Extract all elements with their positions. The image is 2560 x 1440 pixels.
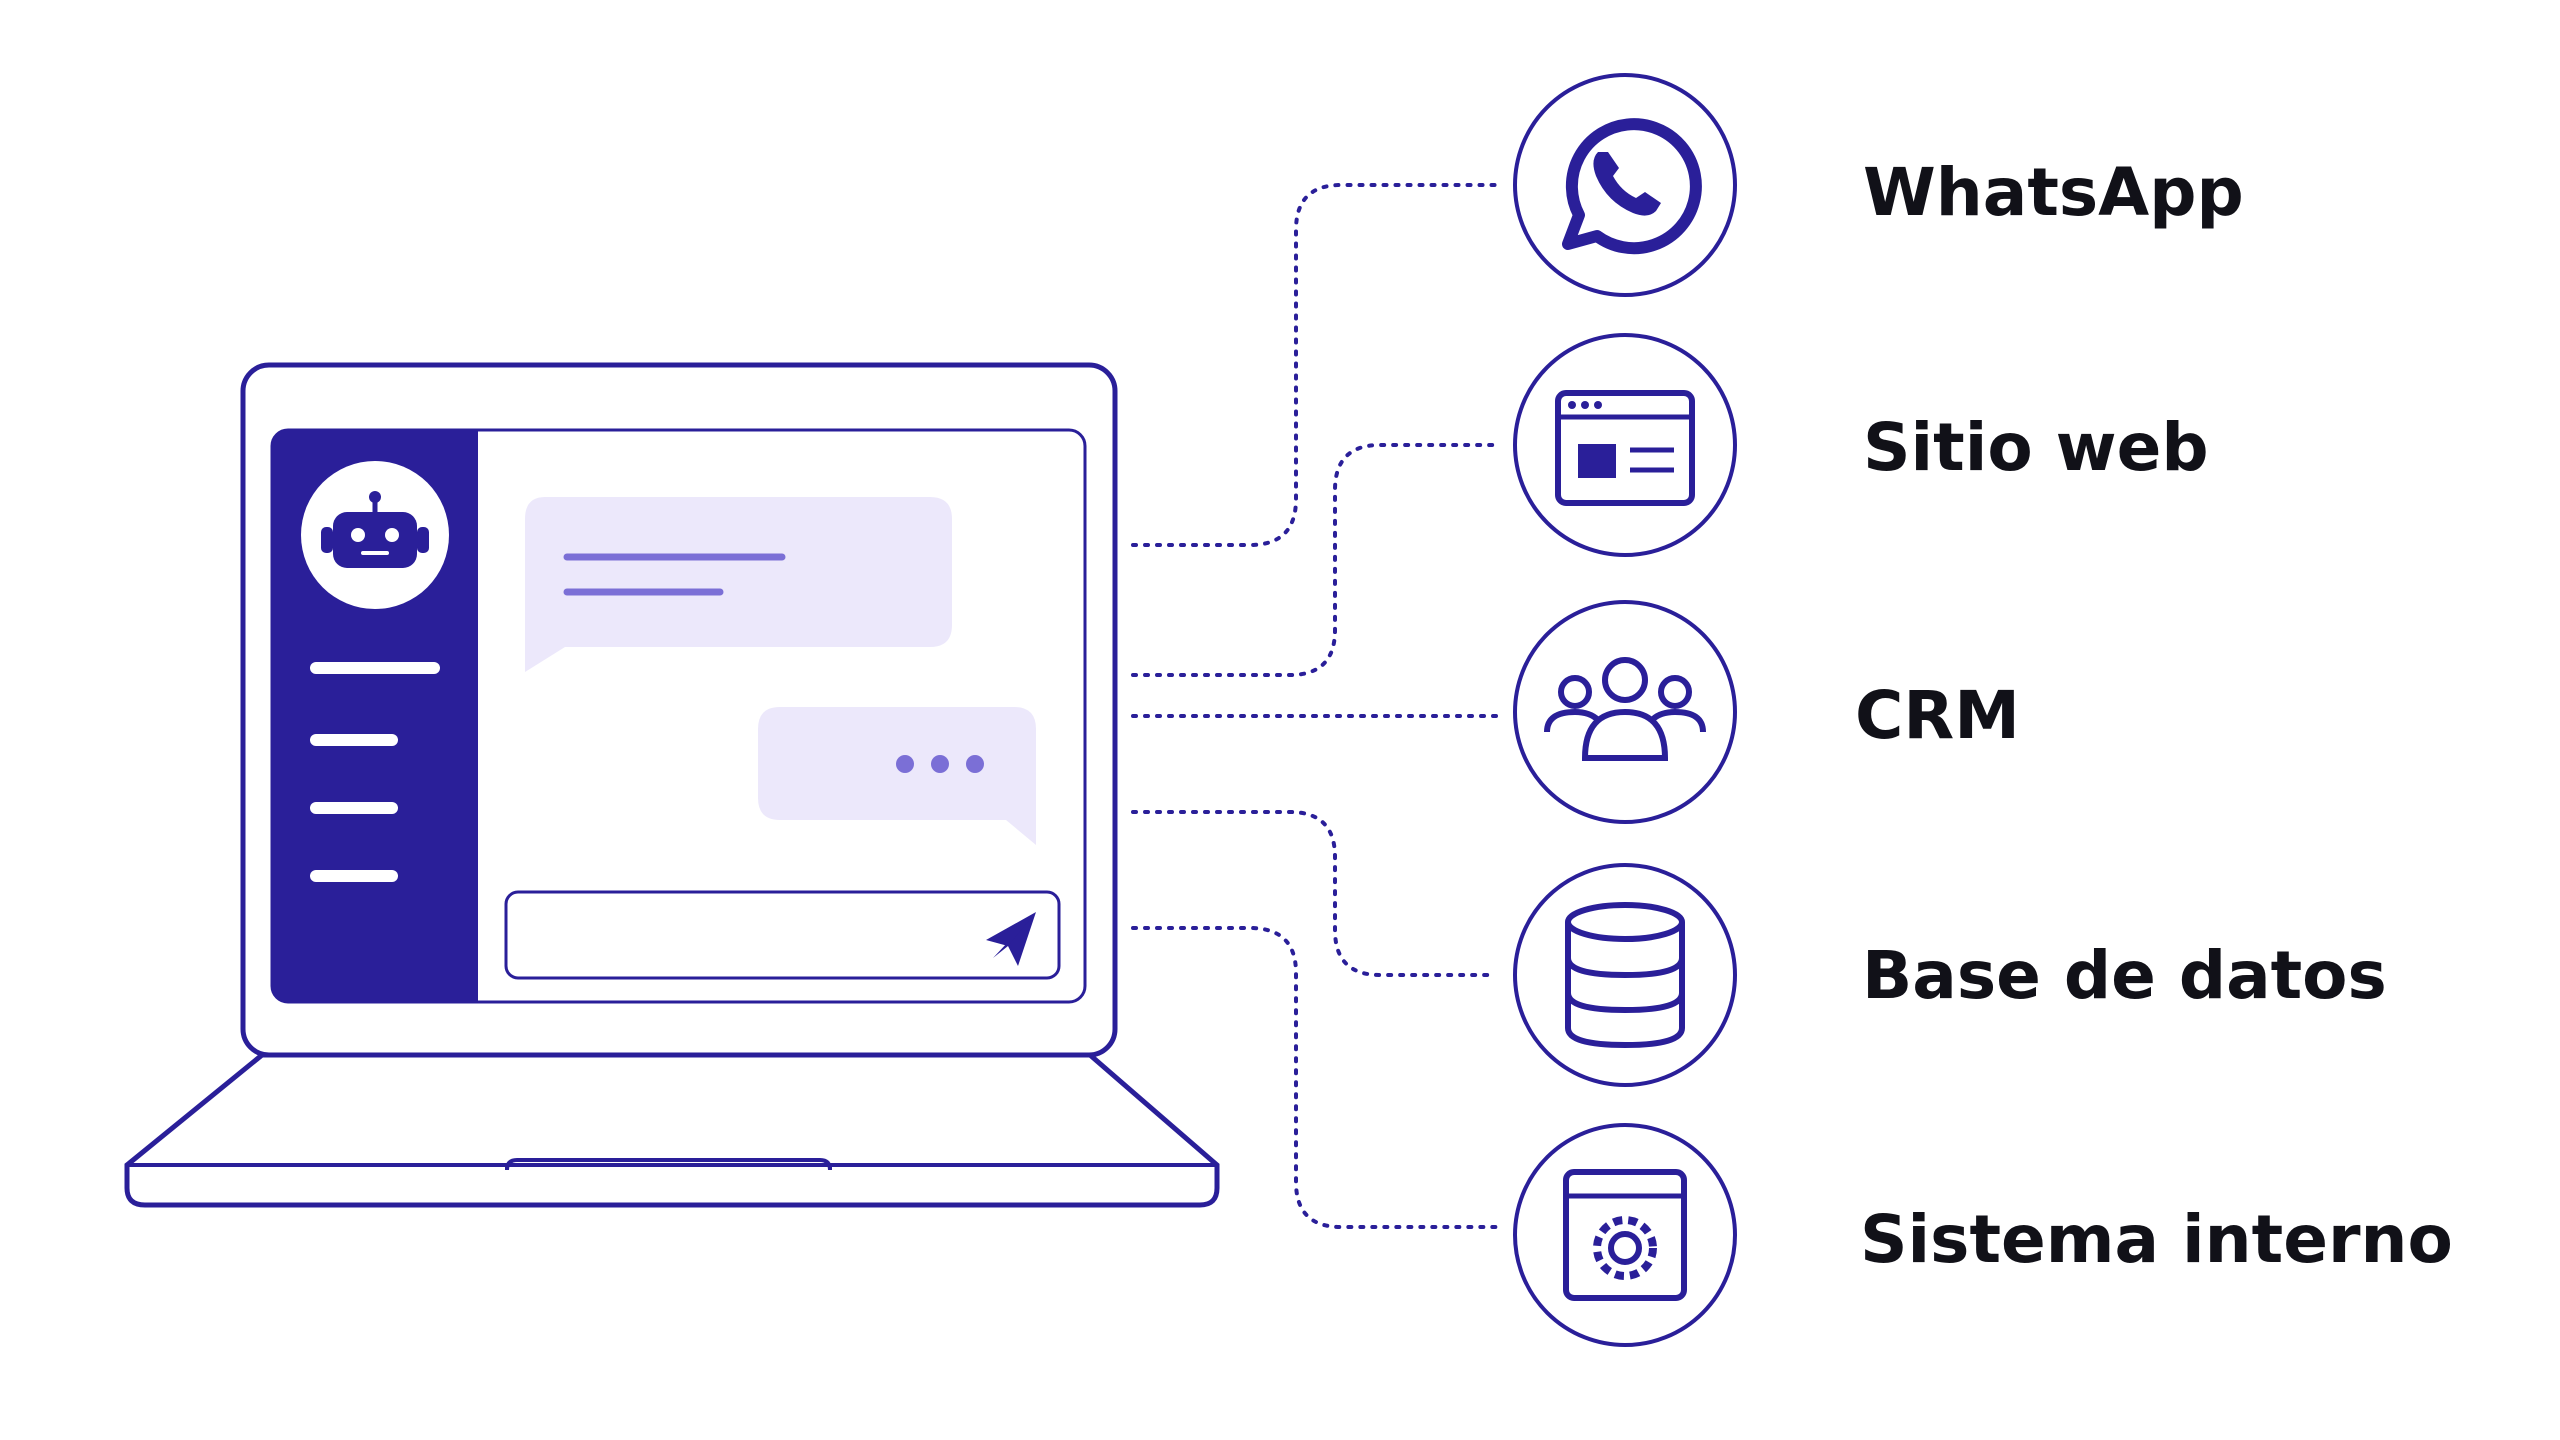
integration-sitio-web: Sitio web: [1513, 333, 2209, 557]
database-icon: [1565, 902, 1685, 1049]
connector-whatsapp: [1131, 183, 1498, 547]
integration-label-whatsapp: WhatsApp: [1863, 154, 2244, 231]
integration-label-crm: CRM: [1855, 677, 2020, 754]
integration-label-base-de-datos: Base de datos: [1862, 937, 2387, 1014]
integration-sistema-interno: Sistema interno: [1513, 1123, 2453, 1347]
integration-base-de-datos: Base de datos: [1513, 863, 2387, 1087]
message-composer[interactable]: [504, 890, 1061, 980]
paper-plane-icon[interactable]: [986, 912, 1036, 966]
laptop-trackpad-notch: [505, 1158, 832, 1171]
connector-base-de-datos: [1131, 810, 1498, 977]
settings-window-icon: [1563, 1169, 1687, 1301]
connector-sitio-web: [1131, 443, 1498, 677]
chat-sidebar: [272, 430, 478, 1002]
laptop-base: [124, 1052, 1220, 1208]
connectors: [1131, 183, 1498, 1229]
whatsapp-icon: [1562, 118, 1702, 255]
message-input[interactable]: [504, 890, 1061, 980]
people-group-icon: [1544, 657, 1706, 761]
integration-label-sitio-web: Sitio web: [1863, 409, 2209, 486]
typing-indicator-bubble: [758, 707, 1036, 845]
robot-icon: [321, 491, 429, 568]
integration-label-sistema-interno: Sistema interno: [1860, 1201, 2453, 1278]
integration-whatsapp: WhatsApp: [1513, 73, 2244, 297]
incoming-message-bubble: [525, 497, 952, 672]
integration-crm: CRM: [1513, 600, 2020, 824]
browser-window-icon: [1555, 390, 1695, 506]
